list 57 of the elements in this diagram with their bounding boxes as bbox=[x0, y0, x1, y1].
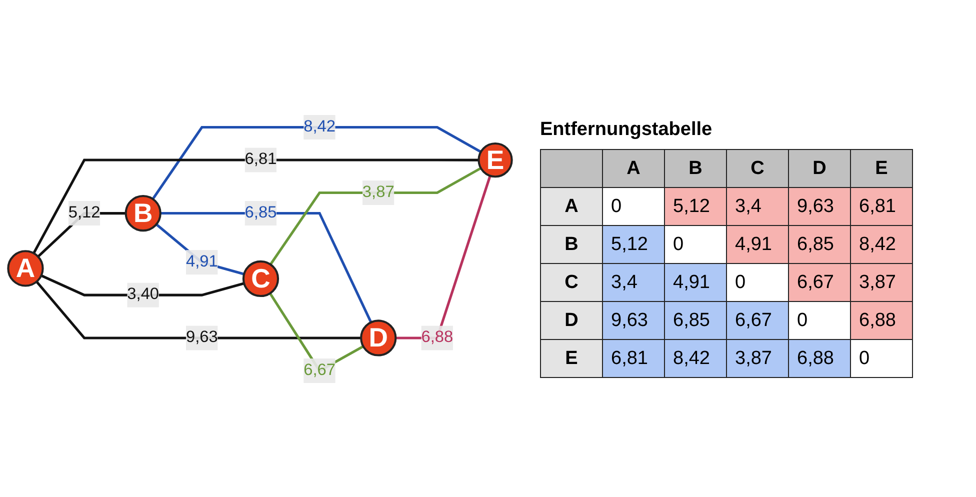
row-header-cell: D bbox=[540, 302, 602, 340]
distance-cell: 4,91 bbox=[664, 264, 726, 302]
edge-label: 8,42 bbox=[304, 118, 336, 135]
row-header-cell: A bbox=[540, 188, 602, 226]
distance-cell: 3,4 bbox=[602, 264, 664, 302]
row-header-cell: E bbox=[540, 340, 602, 378]
node-circle: E bbox=[478, 142, 513, 178]
distance-cell: 6,67 bbox=[788, 264, 850, 302]
distance-cell: 0 bbox=[726, 264, 788, 302]
row-header-cell: C bbox=[540, 264, 602, 302]
edge-label: 6,67 bbox=[304, 361, 336, 378]
node-circle: B bbox=[124, 194, 162, 232]
distance-cell: 3,4 bbox=[726, 188, 788, 226]
column-header-cell: D bbox=[788, 150, 850, 188]
edge-label: 9,63 bbox=[186, 328, 218, 346]
distance-cell: 3,87 bbox=[850, 264, 912, 302]
distance-cell: 0 bbox=[664, 226, 726, 264]
connector bbox=[152, 125, 482, 200]
edge-label: 6,81 bbox=[244, 150, 277, 168]
connector bbox=[269, 166, 482, 265]
node-circle: D bbox=[360, 319, 397, 356]
connector bbox=[156, 222, 244, 275]
distance-cell: 6,88 bbox=[788, 340, 850, 378]
distance-cell: 6,81 bbox=[850, 188, 912, 226]
distance-cell: 9,63 bbox=[602, 302, 664, 340]
distance-cell: 3,87 bbox=[726, 340, 788, 378]
connector bbox=[32, 158, 479, 254]
column-header-cell: C bbox=[726, 150, 788, 188]
distance-cell: 9,63 bbox=[788, 188, 850, 226]
distance-cell: 8,42 bbox=[850, 226, 912, 264]
distance-cell: 0 bbox=[850, 340, 912, 378]
edge-label: 6,88 bbox=[421, 328, 454, 346]
edge-label: 6,85 bbox=[244, 204, 277, 221]
node-circle: C bbox=[242, 260, 280, 297]
distance-cell: 6,88 bbox=[850, 302, 912, 340]
table-heading: Entfernungstabelle bbox=[540, 119, 714, 141]
distance-cell: 6,85 bbox=[664, 302, 726, 340]
node-circle: A bbox=[7, 250, 44, 286]
distance-cell: 0 bbox=[602, 188, 664, 226]
distance-cell: 4,91 bbox=[726, 226, 788, 264]
column-header-cell: E bbox=[850, 150, 912, 188]
distance-cell: 5,12 bbox=[664, 188, 726, 226]
edge-label: 4,91 bbox=[186, 252, 218, 270]
row-header-cell: B bbox=[540, 226, 602, 264]
distance-cell: 6,85 bbox=[788, 226, 850, 264]
distance-cell: 0 bbox=[788, 302, 850, 340]
distance-cell: 6,81 bbox=[602, 340, 664, 378]
edge-label: 3,87 bbox=[362, 183, 394, 200]
distance-cell: 8,42 bbox=[664, 340, 726, 378]
distance-cell: 5,12 bbox=[602, 226, 664, 264]
column-header-cell: A bbox=[602, 150, 664, 188]
edge-label: 3,40 bbox=[127, 285, 160, 303]
connector bbox=[160, 211, 372, 322]
connector bbox=[36, 280, 362, 339]
edge-label: 5,12 bbox=[68, 204, 100, 221]
column-header-cell: B bbox=[664, 150, 726, 188]
distance-cell: 6,67 bbox=[726, 302, 788, 340]
